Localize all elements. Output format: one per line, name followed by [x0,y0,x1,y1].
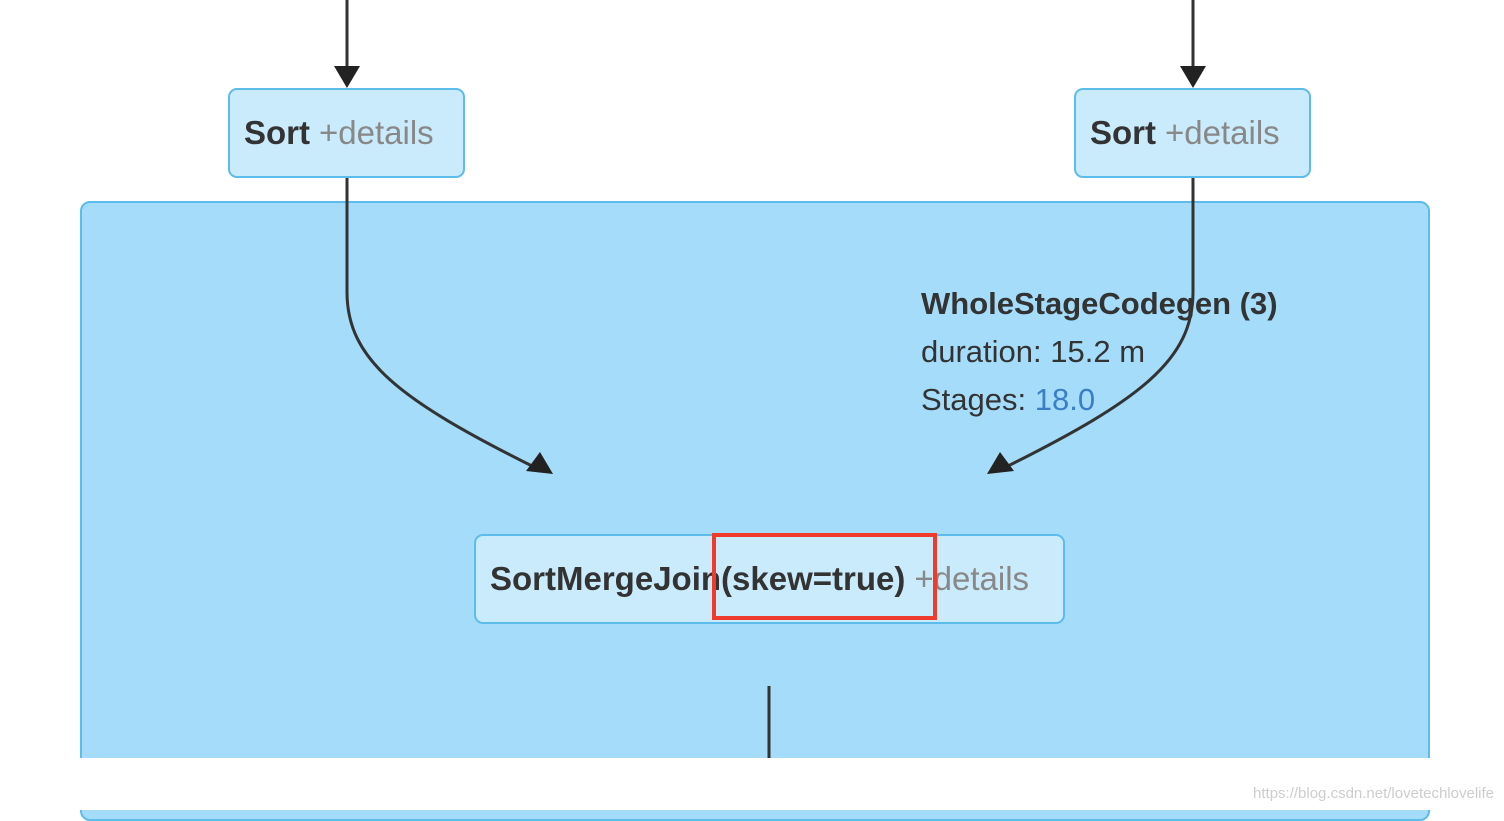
watermark: https://blog.csdn.net/lovetechlovelife [1253,785,1494,802]
sort-node-left[interactable]: Sort +details [228,88,465,178]
cluster-duration: duration: 15.2 m [921,334,1146,369]
cluster-stages: Stages: 18.0 [921,376,1278,424]
details-toggle[interactable]: +details [319,114,434,151]
sort-node-right[interactable]: Sort +details [1074,88,1311,178]
operator-name: Sort [1090,114,1156,151]
arrowhead-icon [334,66,360,88]
details-toggle[interactable]: +details [1165,114,1280,151]
arrowhead-icon [1180,66,1206,88]
operator-name: Sort [244,114,310,151]
operator-name: SortMergeJoin(skew=true) [490,560,906,597]
cluster-title: WholeStageCodegen (3) [921,286,1278,321]
stages-label: Stages: [921,382,1035,417]
cluster-info: WholeStageCodegen (3) duration: 15.2 m S… [921,280,1278,424]
stages-link[interactable]: 18.0 [1034,382,1096,417]
highlight-box [712,533,937,620]
wholestagecodegen-cluster[interactable] [80,201,1430,821]
bottom-crop [0,758,1504,810]
